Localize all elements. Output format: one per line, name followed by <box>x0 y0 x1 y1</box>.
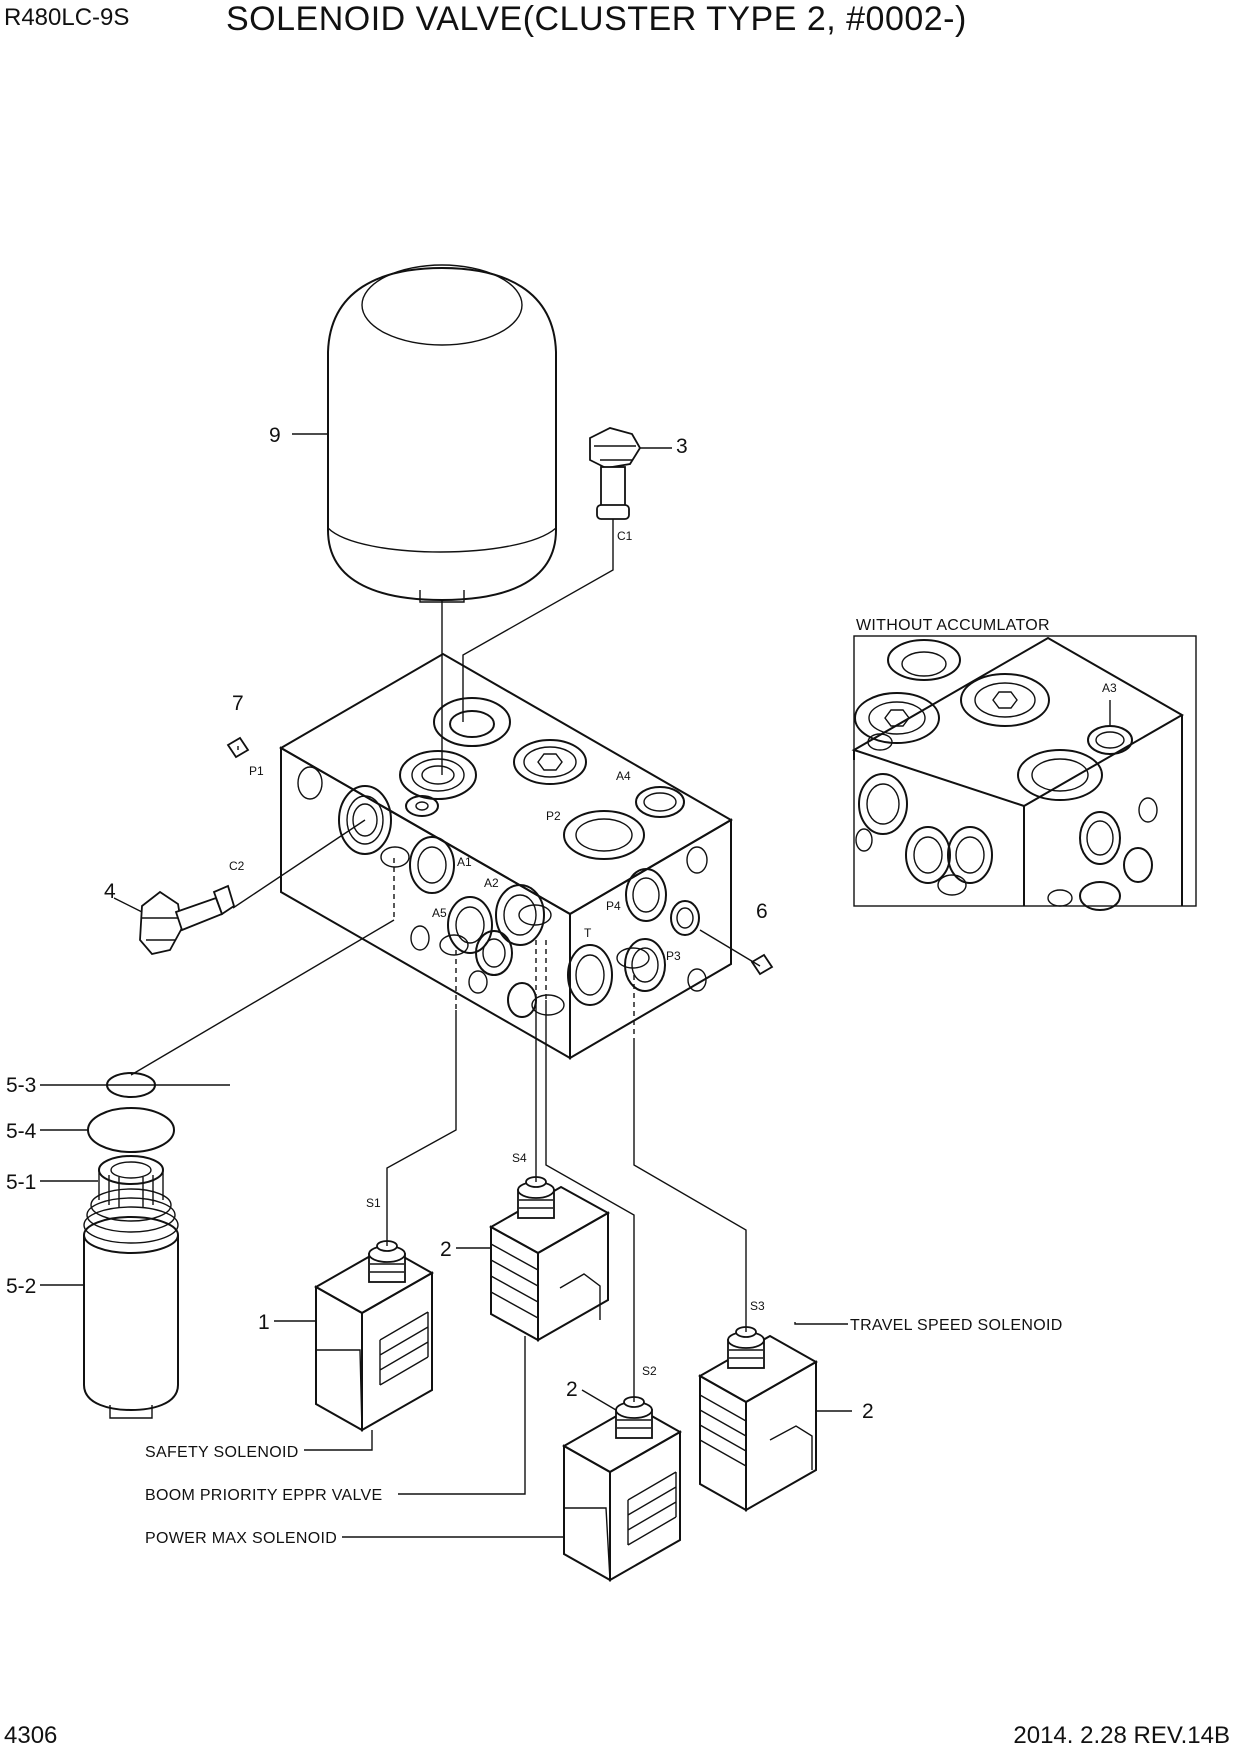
plug-6[interactable] <box>750 953 774 976</box>
callout-2-s4: 2 <box>440 1238 452 1261</box>
solenoid-boom-priority[interactable] <box>488 1176 611 1342</box>
o-ring-large[interactable] <box>87 1107 175 1153</box>
port-p3: P3 <box>666 949 681 963</box>
revision-date: 2014. 2.28 REV.14B <box>1013 1722 1230 1749</box>
model-number: R480LC-9S <box>4 4 130 31</box>
solenoid-power-max[interactable] <box>561 1396 683 1582</box>
callout-4: 4 <box>104 880 116 903</box>
port-p1: P1 <box>249 764 264 778</box>
callout-3: 3 <box>676 435 688 458</box>
port-a5: A5 <box>432 906 447 920</box>
page-title: SOLENOID VALVE(CLUSTER TYPE 2, #0002-) <box>226 0 967 38</box>
callout-5-2: 5-2 <box>6 1275 36 1298</box>
inset-title: WITHOUT ACCUMLATOR <box>856 617 1050 634</box>
label-travel-speed-solenoid: TRAVEL SPEED SOLENOID <box>850 1317 1063 1334</box>
page-number: 4306 <box>4 1722 58 1749</box>
label-safety-solenoid: SAFETY SOLENOID <box>145 1444 299 1461</box>
port-p2: P2 <box>546 809 561 823</box>
callout-6: 6 <box>756 900 768 923</box>
callout-1: 1 <box>258 1311 270 1334</box>
inset-port-a3: A3 <box>1102 681 1117 695</box>
port-s4: S4 <box>512 1151 527 1165</box>
port-t: T <box>584 926 592 940</box>
callout-7: 7 <box>232 692 244 715</box>
plug-c2[interactable] <box>139 884 236 955</box>
port-s3: S3 <box>750 1299 765 1313</box>
callout-2-s3: 2 <box>862 1400 874 1423</box>
callout-5-1: 5-1 <box>6 1171 36 1194</box>
port-p4: P4 <box>606 899 621 913</box>
solenoid-safety[interactable] <box>313 1240 435 1432</box>
callout-2-s2: 2 <box>566 1378 578 1401</box>
accumulator[interactable] <box>327 264 557 603</box>
port-a2: A2 <box>484 876 499 890</box>
port-c2: C2 <box>229 859 245 873</box>
port-c1: C1 <box>617 529 633 543</box>
callout-9: 9 <box>269 424 281 447</box>
label-boom-priority-eppr-valve: BOOM PRIORITY EPPR VALVE <box>145 1487 382 1504</box>
callout-5-3: 5-3 <box>6 1074 36 1097</box>
label-power-max-solenoid: POWER MAX SOLENOID <box>145 1530 337 1547</box>
port-s2: S2 <box>642 1364 657 1378</box>
valve-block[interactable] <box>278 652 733 1060</box>
plug-c1[interactable] <box>589 427 642 520</box>
inset-without-accumulator <box>851 635 1197 911</box>
port-a4: A4 <box>616 769 631 783</box>
leader-lines <box>40 433 852 1538</box>
solenoid-travel-speed[interactable] <box>697 1326 819 1512</box>
port-s1: S1 <box>366 1196 381 1210</box>
port-a1: A1 <box>457 855 472 869</box>
filter-cartridge[interactable] <box>83 1155 179 1419</box>
callout-5-4: 5-4 <box>6 1120 37 1143</box>
